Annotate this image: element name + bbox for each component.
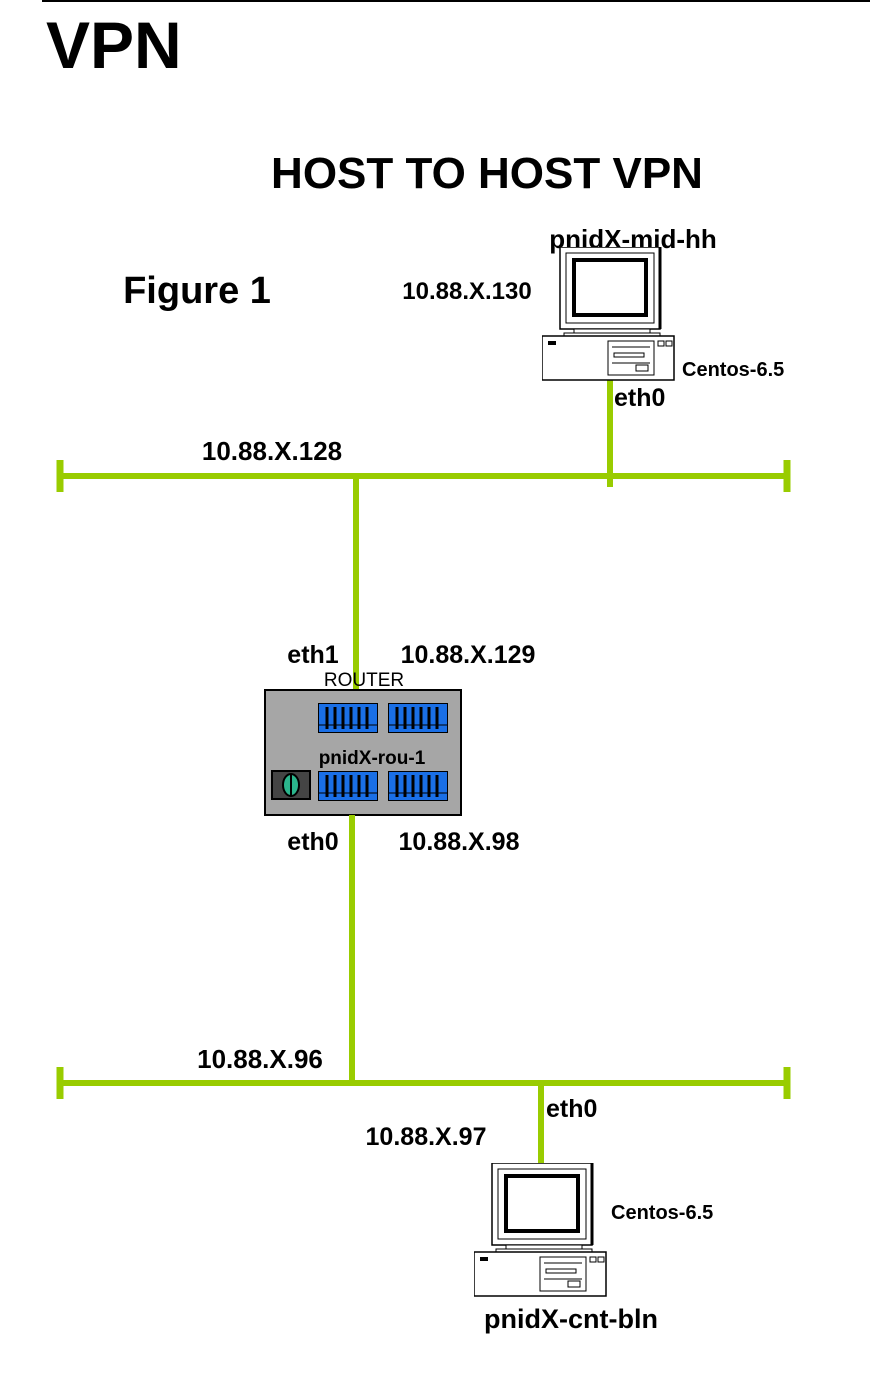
host-cnt-iface: eth0 [546,1095,597,1123]
router-console-port-icon [271,770,311,800]
host-mid-iface: eth0 [614,384,665,412]
host-cnt-name: pnidX-cnt-bln [484,1304,658,1334]
router-type-label: ROUTER [324,670,404,691]
host-cnt-ip: 10.88.X.97 [366,1123,487,1151]
network-segment-top [56,460,791,492]
router-name: pnidX-rou-1 [319,748,426,769]
page-title: VPN [46,8,182,82]
network-segment-bottom [56,1067,791,1099]
router-eth0-ip: 10.88.X.98 [399,828,520,856]
network-top-label: 10.88.X.128 [202,436,342,466]
router-port-4 [388,771,448,801]
host-mid-ip: 10.88.X.130 [402,278,531,305]
router-port-2 [388,703,448,733]
figure-label: Figure 1 [123,270,271,312]
host-cnt-os: Centos-6.5 [611,1202,713,1224]
desktop-computer-icon [474,1163,608,1298]
router-icon [264,689,462,816]
diagram-subtitle: HOST TO HOST VPN [271,149,703,198]
router-eth1-ip: 10.88.X.129 [401,641,536,669]
router-eth1-iface: eth1 [287,641,339,669]
host-mid-os: Centos-6.5 [682,359,784,381]
router-port-1 [318,703,378,733]
router-eth0-iface: eth0 [287,828,338,856]
network-bottom-label: 10.88.X.96 [197,1044,323,1074]
router-port-3 [318,771,378,801]
desktop-computer-icon [542,247,676,382]
